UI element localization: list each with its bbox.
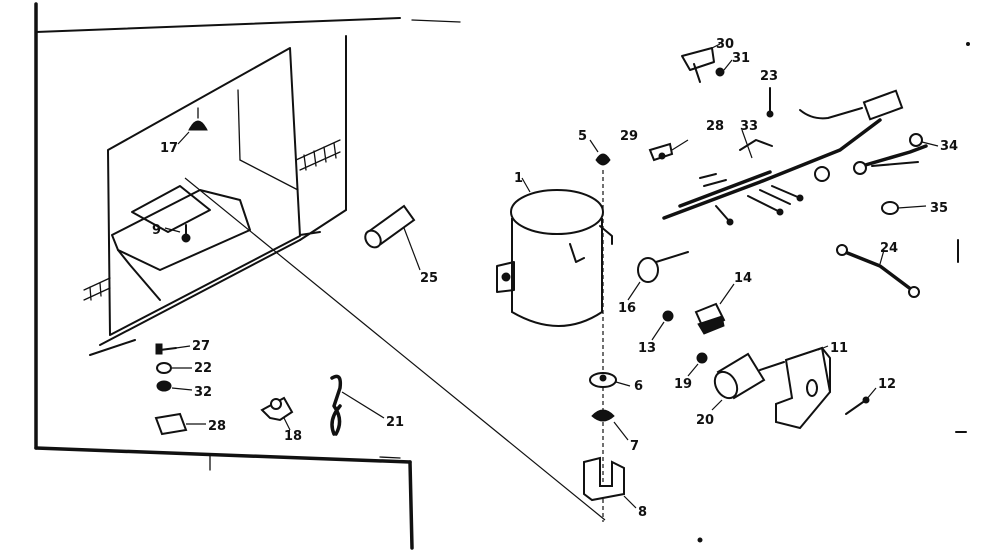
callout-23: 23 bbox=[760, 69, 778, 84]
cabinet-frame bbox=[34, 2, 414, 550]
callout-1: 1 bbox=[514, 171, 523, 186]
callout-8: 8 bbox=[638, 505, 647, 520]
part-35-terminal bbox=[881, 201, 927, 215]
callout-31: 31 bbox=[732, 51, 750, 66]
part-7-spacer bbox=[591, 409, 629, 441]
callout-30: 30 bbox=[716, 37, 734, 52]
part-9-screw bbox=[164, 224, 191, 243]
part-5-grommet bbox=[589, 139, 611, 166]
callout-16: 16 bbox=[618, 301, 636, 316]
part-14-relay-cap bbox=[694, 283, 735, 335]
callout-28-small-clip: 28 bbox=[208, 419, 226, 434]
scan-marks bbox=[411, 19, 970, 543]
part-30-31-bracket bbox=[681, 43, 733, 83]
callout-29: 29 bbox=[620, 129, 638, 144]
callout-5: 5 bbox=[578, 129, 587, 144]
callout-22: 22 bbox=[194, 361, 212, 376]
callout-35: 35 bbox=[930, 201, 948, 216]
part-6-washer bbox=[589, 372, 631, 388]
wiring-harness bbox=[662, 89, 904, 226]
callout-13: 13 bbox=[638, 341, 656, 356]
callout-33: 33 bbox=[740, 119, 758, 134]
part-21-spring-clip bbox=[330, 374, 385, 436]
callout-18: 18 bbox=[284, 429, 302, 444]
part-11-start-relay bbox=[775, 345, 832, 430]
part-25-tube bbox=[364, 204, 421, 271]
part-23-screw bbox=[766, 87, 774, 118]
callout-24: 24 bbox=[880, 241, 898, 256]
callout-14: 14 bbox=[734, 271, 752, 286]
part-19-washer bbox=[687, 352, 708, 377]
callout-25: 25 bbox=[420, 271, 438, 286]
callout-20: 20 bbox=[696, 413, 714, 428]
part-17-grommet bbox=[177, 107, 208, 145]
assembly-leader-line bbox=[184, 177, 606, 521]
callout-27: 27 bbox=[192, 339, 210, 354]
part-18-clamp bbox=[260, 396, 294, 431]
part-20-capacitor bbox=[711, 352, 785, 411]
part-12-screw bbox=[845, 387, 877, 415]
callout-32: 32 bbox=[194, 385, 212, 400]
part-27-screw bbox=[155, 343, 191, 355]
callout-labels: 1 5 6 7 8 9 11 12 13 14 16 17 18 19 20 2… bbox=[152, 37, 958, 520]
part-22-nut bbox=[156, 362, 192, 374]
callout-34: 34 bbox=[940, 139, 958, 154]
part-29-clip bbox=[648, 139, 689, 162]
callout-21: 21 bbox=[386, 415, 404, 430]
part-16-overload bbox=[627, 251, 689, 301]
part-28-clip bbox=[154, 412, 206, 436]
callout-17: 17 bbox=[160, 141, 178, 156]
callout-19: 19 bbox=[674, 377, 692, 392]
part-8-base-clip bbox=[583, 456, 637, 509]
part-13-clip bbox=[651, 310, 674, 341]
callout-9: 9 bbox=[152, 223, 161, 238]
callout-6: 6 bbox=[634, 379, 643, 394]
callout-7: 7 bbox=[630, 439, 639, 454]
callout-12: 12 bbox=[878, 377, 896, 392]
callout-11: 11 bbox=[830, 341, 848, 356]
part-24-ground-wire bbox=[836, 244, 920, 298]
callout-28-harness: 28 bbox=[706, 119, 724, 134]
part-34-cord bbox=[853, 133, 939, 175]
part-32-washer bbox=[156, 380, 193, 392]
part-1-compressor bbox=[496, 177, 613, 327]
